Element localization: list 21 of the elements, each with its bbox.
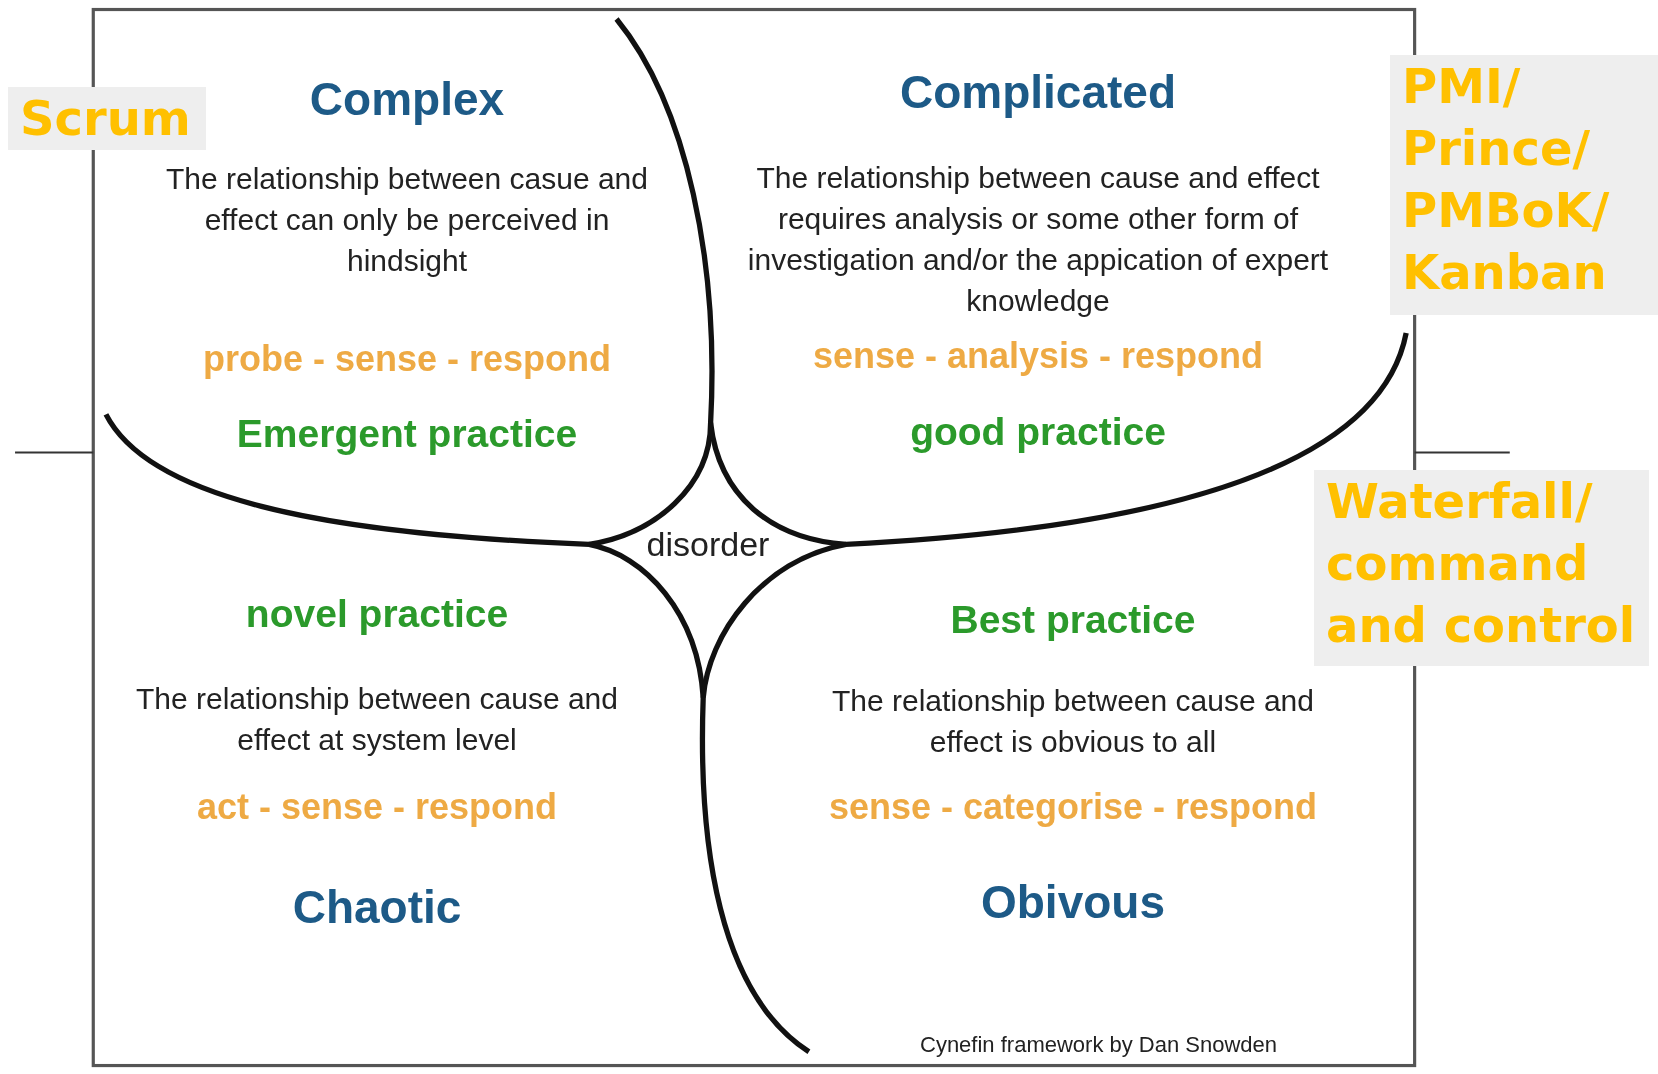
side-label-box: Scrum — [8, 87, 206, 150]
quadrant-heading: Chaotic — [291, 880, 463, 934]
description-text: The relationship between casue and effect can only be perceived in hindsight — [165, 161, 649, 279]
quadrant-heading: Complex — [308, 72, 506, 126]
quadrant-heading: Obivous — [980, 875, 1166, 929]
practice-label: Best practice — [949, 598, 1197, 642]
region-label: disorder — [645, 524, 771, 565]
action-sequence: sense - analysis - respond — [811, 335, 1265, 377]
quadrant-heading: Complicated — [898, 65, 1177, 119]
side-label-box: PMI/ Prince/ PMBoK/ Kanban — [1390, 55, 1658, 315]
practice-label: Emergent practice — [235, 412, 579, 456]
description-text: The relationship between cause and effect is obvious to all — [831, 683, 1315, 760]
action-sequence: sense - categorise - respond — [827, 786, 1319, 828]
action-sequence: act - sense - respond — [195, 786, 559, 828]
description-text: The relationship between cause and effect at system level — [135, 681, 619, 758]
description-text: The relationship between cause and effect requires analysis or some other form of investigation and/or the appication of expert knowledge — [746, 160, 1330, 319]
practice-label: good practice — [909, 410, 1167, 454]
side-label-box: Waterfall/ command and control — [1314, 470, 1649, 666]
action-sequence: probe - sense - respond — [201, 338, 613, 380]
practice-label: novel practice — [244, 592, 510, 636]
caption-text: Cynefin framework by Dan Snowden — [920, 1032, 1278, 1058]
